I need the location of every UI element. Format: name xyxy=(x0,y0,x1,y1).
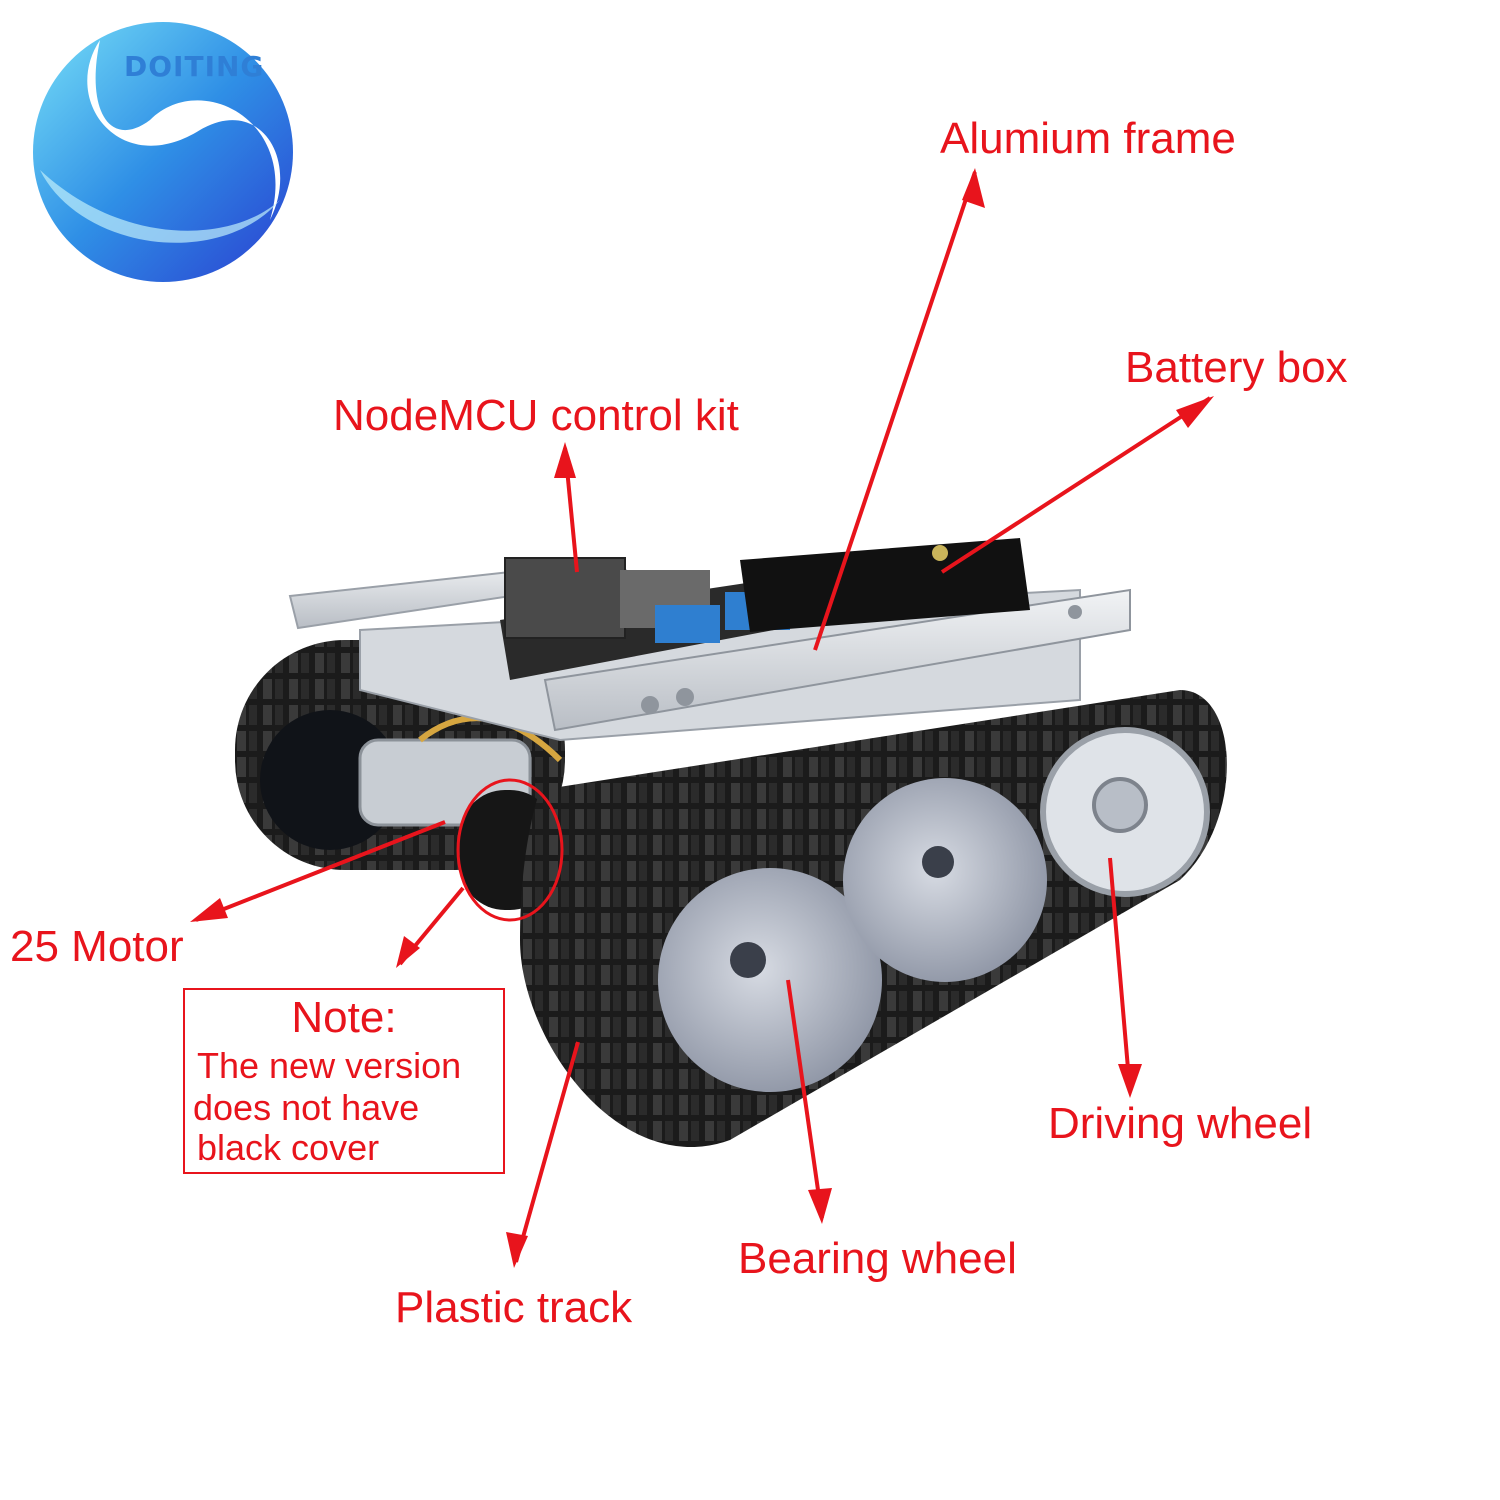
label-alumium-frame: Alumium frame xyxy=(940,114,1236,163)
bearing-wheel xyxy=(843,778,1047,982)
bearing-wheel xyxy=(658,868,882,1092)
bearing-wheel-hub xyxy=(922,846,954,878)
arrow-driving-wheel xyxy=(1108,857,1132,1093)
bearing-wheel-hub xyxy=(730,942,766,978)
esp-module xyxy=(504,557,626,639)
arrow-alumium-frame-head xyxy=(962,168,985,208)
note-title: Note: xyxy=(291,993,397,1042)
arrow-plastic-track-head xyxy=(506,1232,528,1268)
frame-hole xyxy=(641,696,659,714)
annotation-arrows xyxy=(190,168,1214,1268)
arrow-nodemcu-head xyxy=(554,442,576,478)
driving-wheel-hub xyxy=(1092,777,1148,833)
note-line: does not have xyxy=(193,1087,420,1128)
logo-wave-cutout xyxy=(87,40,281,220)
label-nodemcu-control-kit: NodeMCU control kit xyxy=(333,391,739,440)
label-plastic-track: Plastic track xyxy=(395,1283,633,1332)
front-track xyxy=(520,690,1227,1148)
label-driving-wheel: Driving wheel xyxy=(1048,1099,1313,1148)
arrow-bearing-wheel xyxy=(786,979,824,1219)
arrow-driving-wheel-head xyxy=(1118,1064,1142,1098)
note-box: Note: The new version does not have blac… xyxy=(183,988,505,1174)
motor-highlight-circle xyxy=(456,778,564,922)
logo-text: DOITING xyxy=(124,50,265,83)
battery-contact xyxy=(932,545,948,561)
frame-hole xyxy=(676,688,694,706)
nodemcu-board xyxy=(500,557,800,680)
note-line: black cover xyxy=(197,1127,380,1168)
label-bearing-wheel: Bearing wheel xyxy=(738,1234,1017,1283)
logo-wave-highlight xyxy=(40,170,280,243)
arrow-motor-head xyxy=(190,898,228,922)
doiting-logo xyxy=(33,22,293,282)
arrow-battery-box xyxy=(940,396,1212,574)
arrow-bearing-wheel-head xyxy=(808,1188,832,1224)
arrow-alumium-frame xyxy=(813,171,977,651)
arrow-motor xyxy=(195,820,446,922)
terminal-block xyxy=(655,605,720,643)
frame-hole xyxy=(1068,605,1082,619)
arrow-note-head xyxy=(396,936,420,968)
arrow-battery-box-head xyxy=(1176,396,1214,428)
arrow-plastic-track xyxy=(514,1041,580,1263)
label-25-motor: 25 Motor xyxy=(10,922,184,971)
label-battery-box: Battery box xyxy=(1125,343,1348,392)
note-line: The new version xyxy=(197,1045,462,1086)
